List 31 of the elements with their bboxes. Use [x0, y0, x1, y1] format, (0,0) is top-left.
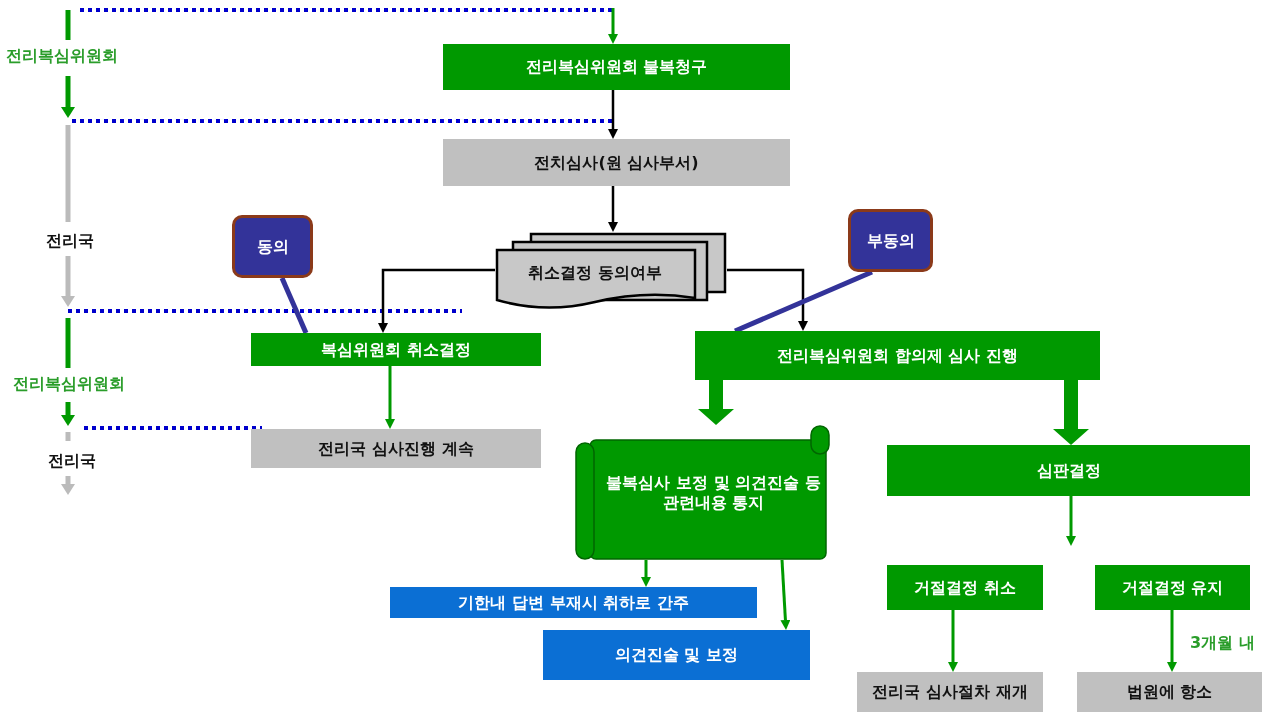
arrow: [780, 559, 791, 630]
lane-label: 전리복심위원회: [6, 46, 118, 67]
process-box: 전리국 심사진행 계속: [251, 429, 541, 468]
callout-bubble: 동의: [232, 215, 313, 278]
lane-label: 전리국: [48, 451, 96, 472]
process-box: 거절결정 유지: [1095, 565, 1250, 610]
process-box: 전치심사(원 심사부서): [443, 139, 790, 186]
arrow: [608, 8, 618, 44]
process-box: 법원에 항소: [1077, 672, 1262, 712]
arrow: [378, 268, 495, 333]
arrow: [385, 366, 395, 429]
arrow: [948, 610, 958, 672]
callout-bubble: 부동의: [848, 209, 933, 272]
arrow: [698, 380, 734, 425]
note-box: 기한내 답변 부재시 취하로 간주: [390, 587, 757, 618]
arrow: [727, 268, 808, 331]
process-box: 심판결정: [887, 445, 1250, 496]
process-box: 전리복심위원회 합의제 심사 진행: [695, 331, 1100, 380]
arrow: [608, 90, 618, 139]
arrow: [1053, 380, 1089, 445]
arrow: [608, 186, 618, 232]
note-box: 의견진술 및 보정: [543, 630, 810, 680]
process-box: 거절결정 취소: [887, 565, 1043, 610]
lane-label: 전리복심위원회: [13, 374, 125, 395]
process-box: 복심위원회 취소결정: [251, 333, 541, 366]
arrow: [641, 560, 651, 587]
process-box: 전리복심위원회 불복청구: [443, 44, 790, 90]
arrow: [1167, 610, 1177, 672]
arrow: [1066, 496, 1076, 546]
process-box: 전리국 심사절차 재개: [857, 672, 1043, 712]
lane-label: 전리국: [46, 231, 94, 252]
